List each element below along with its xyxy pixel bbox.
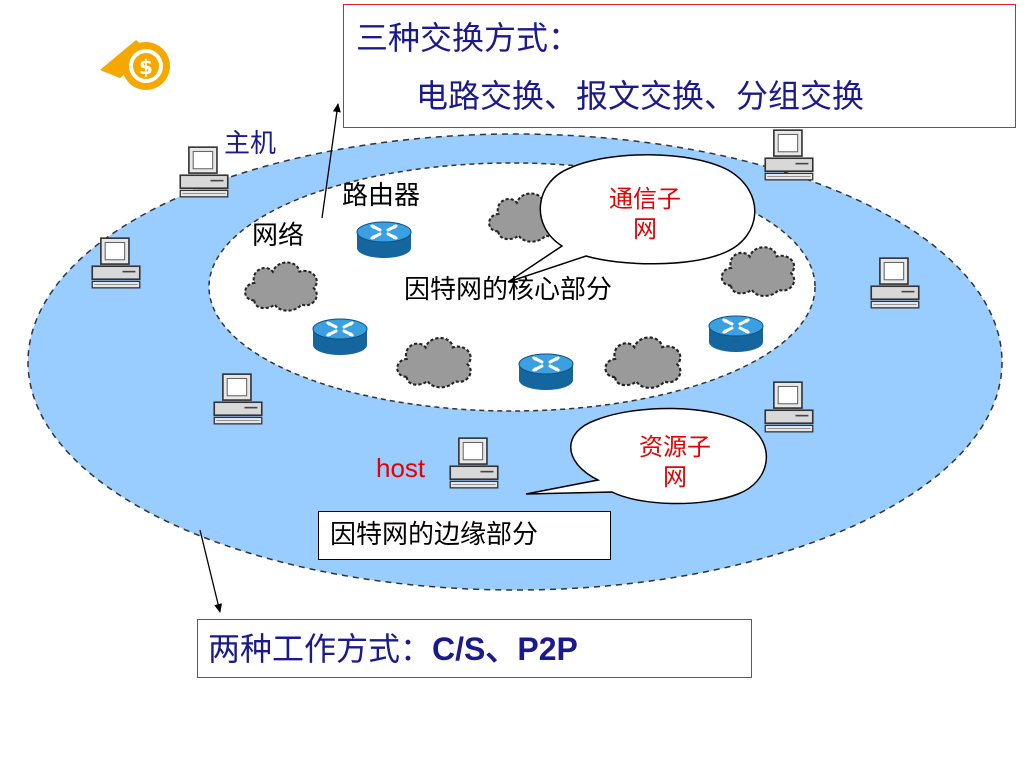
router-icon [355, 220, 413, 260]
resource-subnet-line1: 资源子 [639, 433, 711, 461]
router-icon [311, 317, 369, 357]
arrow-to-switching [321, 103, 341, 219]
router-icon [707, 314, 765, 354]
resource-subnet-line2: 网 [663, 463, 687, 491]
arrow-to-work-modes [199, 529, 222, 613]
comm-subnet-label: 通信子 网 [570, 184, 720, 244]
svg-text:$: $ [139, 55, 153, 79]
switching-methods-box: 三种交换方式： 电路交换、报文交换、分组交换 [343, 4, 1016, 128]
core-label: 因特网的核心部分 [404, 275, 613, 305]
switching-title: 三种交换方式： [356, 19, 581, 57]
resource-subnet-bubble [525, 407, 768, 505]
switching-methods: 电路交换、报文交换、分组交换 [416, 77, 865, 115]
host-cn-label: 主机 [224, 129, 277, 159]
router-label: 路由器 [342, 181, 421, 211]
router-icon [517, 352, 575, 392]
host-en-label: host [376, 453, 426, 483]
work-modes-box: 两种工作方式：C/S、P2P [197, 619, 752, 678]
resource-subnet-label: 资源子 网 [600, 432, 750, 492]
edge-label: 因特网的边缘部分 [330, 520, 539, 550]
work-modes-text: 两种工作方式：C/S、P2P [208, 630, 578, 668]
work-modes-values: C/S、P2P [432, 631, 578, 667]
edge-label-box [318, 511, 611, 560]
network-label: 网络 [252, 221, 305, 251]
comm-subnet-line2: 网 [633, 215, 657, 243]
dollar-logo-icon: $ [100, 40, 170, 90]
comm-subnet-bubble [507, 154, 756, 283]
comm-subnet-line1: 通信子 [609, 185, 681, 213]
work-modes-prefix: 两种工作方式： [208, 630, 433, 668]
